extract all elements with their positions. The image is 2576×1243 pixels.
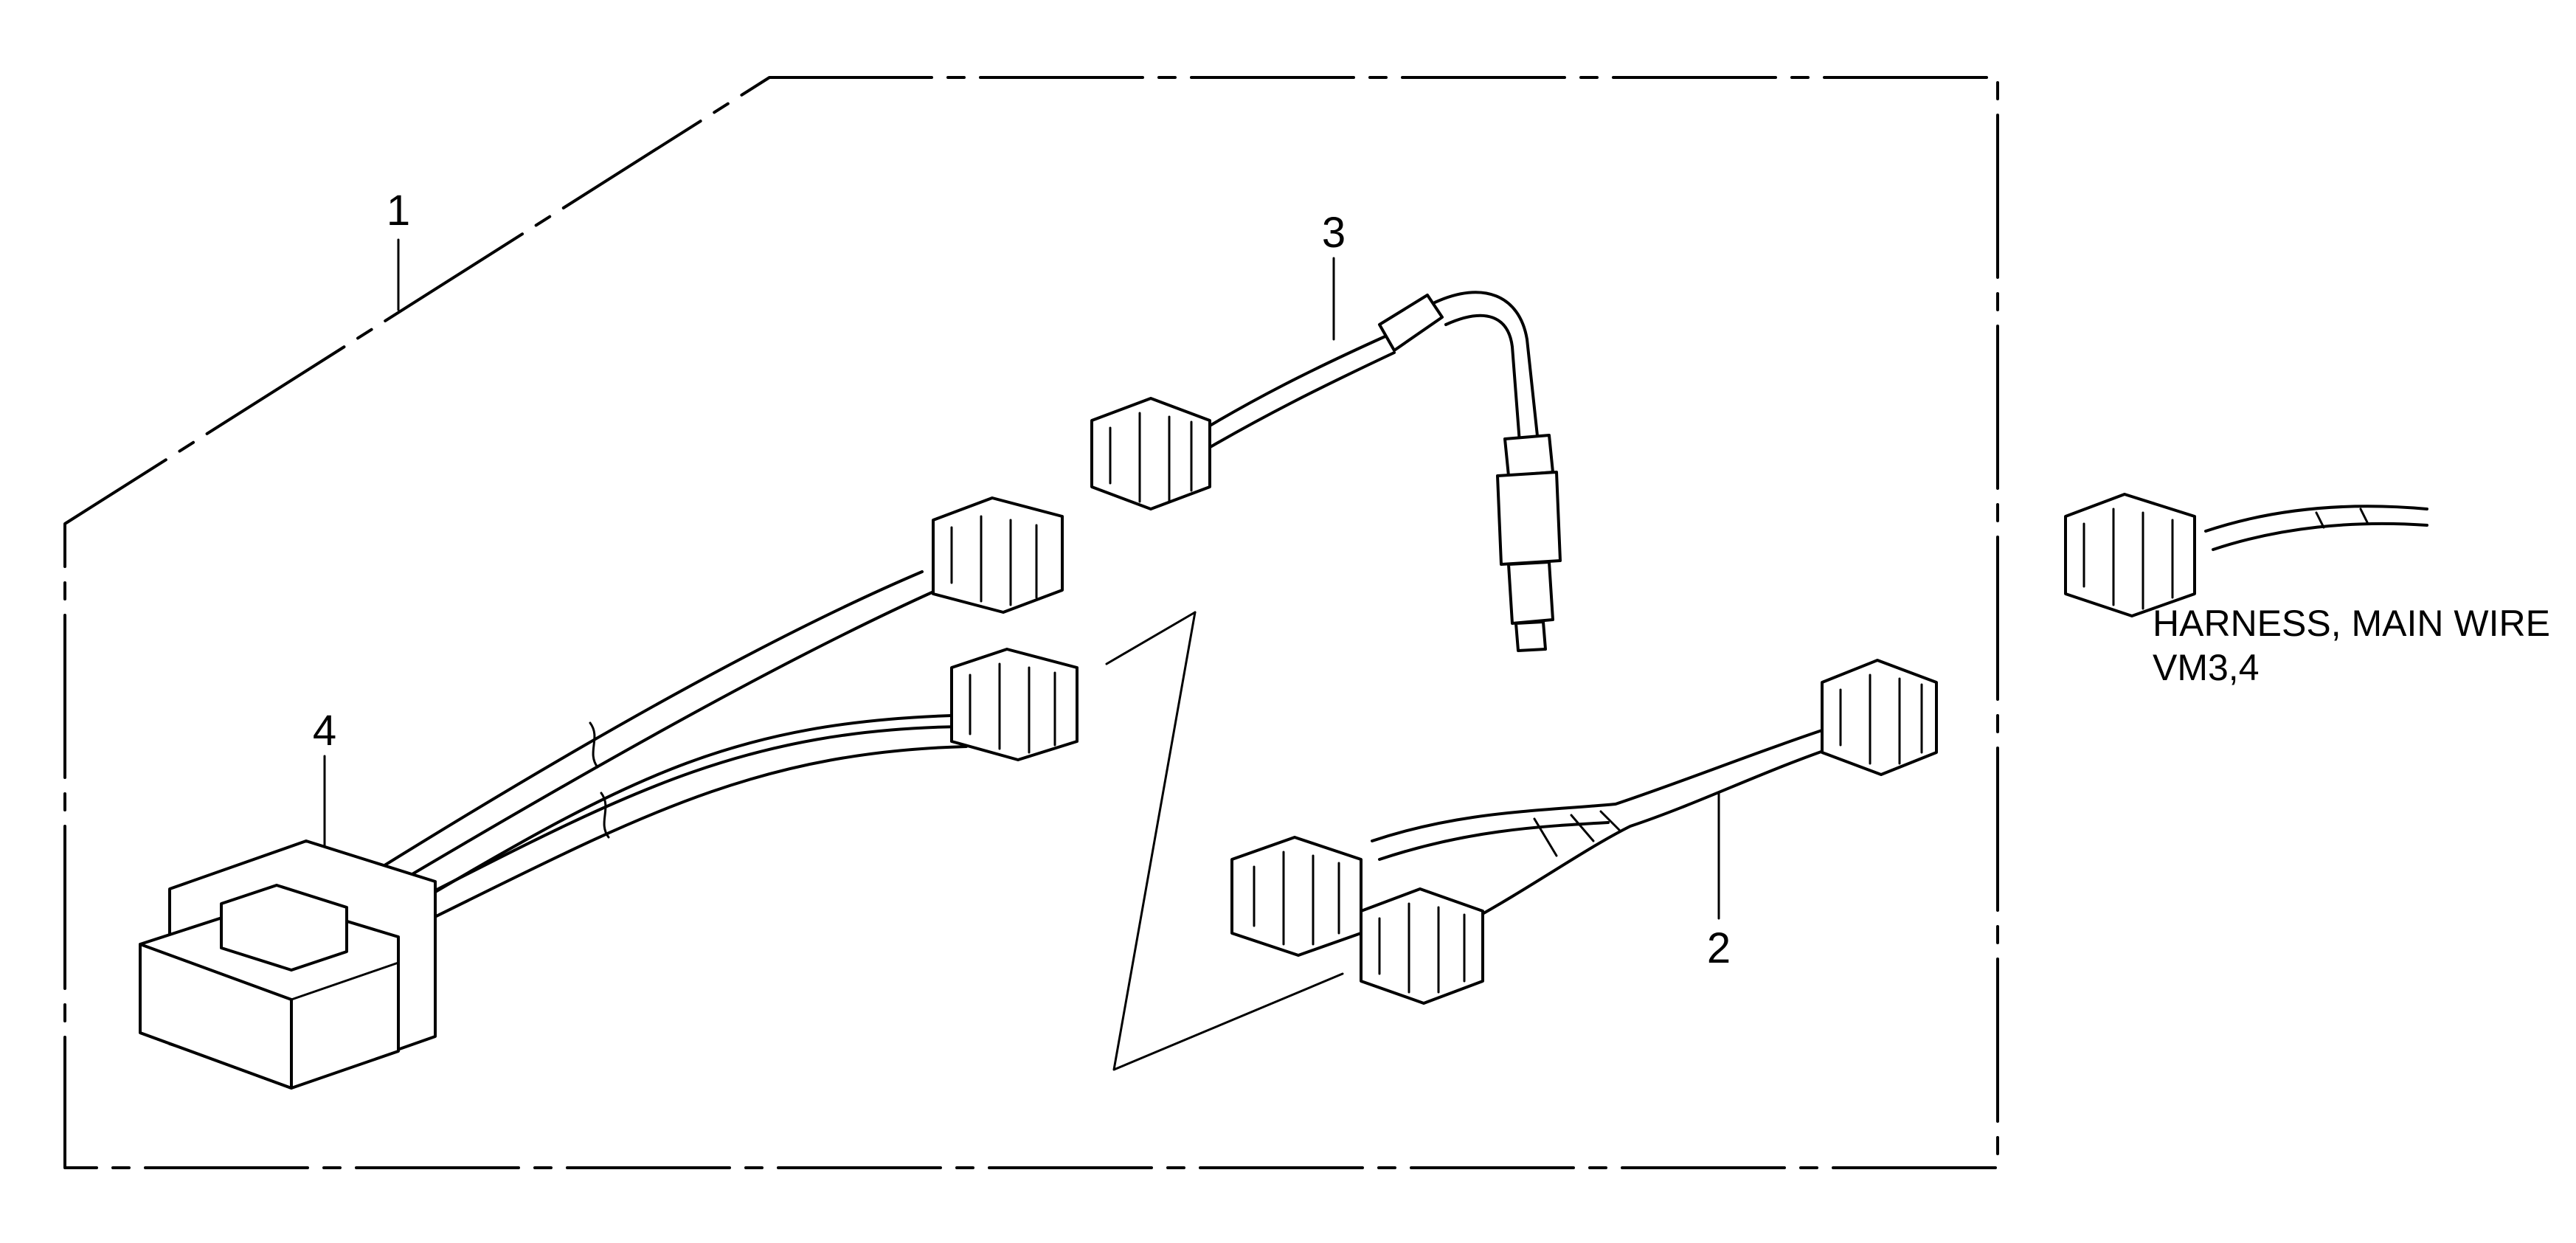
reference-part-code: VM3,4 [2153, 647, 2260, 688]
reference-part-name: HARNESS, MAIN WIRE [2153, 603, 2550, 644]
part-4-upper-connector [932, 496, 1064, 614]
part-2-y-harness [1230, 659, 1938, 1005]
part-4-lower-connector [950, 648, 1078, 761]
callout-2: 2 [1707, 924, 1731, 972]
part-4-sub-harness-unit [139, 570, 968, 1090]
part-3-oxygen-sensor [1090, 291, 1562, 652]
kit-boundary-frame [63, 76, 1999, 1169]
callout-1: 1 [387, 187, 410, 235]
callout-4: 4 [313, 707, 336, 755]
callout-3: 3 [1322, 209, 1346, 257]
main-wire-harness-reference [2064, 493, 2428, 617]
leader-lines [323, 238, 1720, 920]
